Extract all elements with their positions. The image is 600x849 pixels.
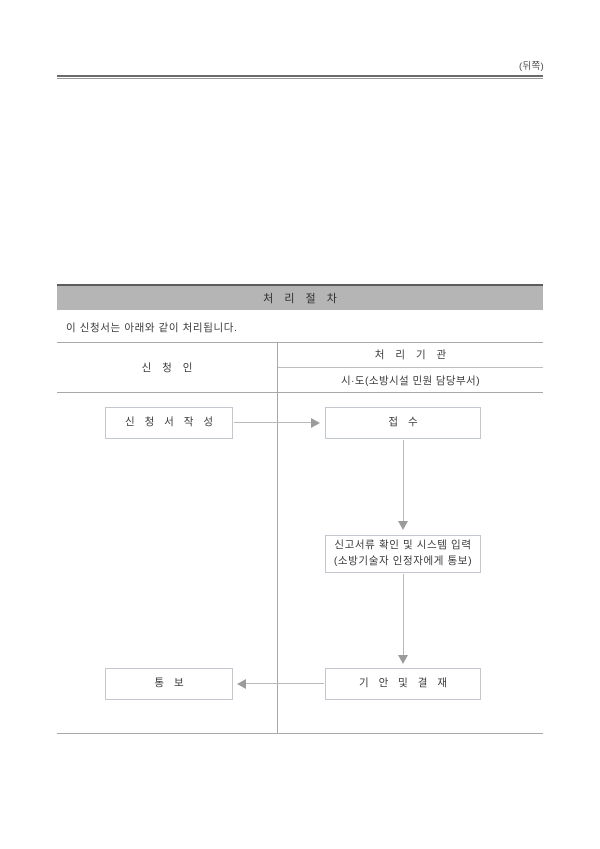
- table-header-bottom-border: [57, 392, 543, 393]
- flow-box-write-application: 신 청 서 작 성: [105, 407, 233, 439]
- table-bottom-border: [57, 733, 543, 734]
- connector-check-to-approval: [403, 574, 404, 656]
- arrow-down-icon: [398, 655, 408, 664]
- flow-box-write-application-label: 신 청 서 작 성: [125, 416, 217, 429]
- flow-box-draft-and-approval: 기 안 및 결 재: [325, 668, 481, 700]
- table-top-border: [57, 342, 543, 343]
- section-title-text: 처 리 절 차: [263, 293, 341, 305]
- agency-header-divider: [278, 367, 543, 368]
- table-column-divider: [277, 342, 278, 734]
- arrow-down-icon: [398, 521, 408, 530]
- arrow-left-icon: [237, 679, 246, 689]
- flow-box-receipt: 접 수: [325, 407, 481, 439]
- column-header-applicant: 신 청 인: [141, 361, 197, 374]
- header-rule-thick: [57, 75, 543, 77]
- page-side-marker: (뒤쪽): [518, 61, 544, 72]
- connector-receipt-to-check: [403, 440, 404, 522]
- flow-box-draft-and-approval-label: 기 안 및 결 재: [359, 677, 451, 690]
- connector-write-to-receipt: [234, 422, 312, 423]
- column-header-agency: 처 리 기 관: [374, 349, 451, 361]
- section-title-top-border: [57, 284, 543, 286]
- flow-box-document-check: 신고서류 확인 및 시스템 입력 (소방기술자 인정자에게 통보): [325, 535, 481, 573]
- flow-box-document-check-sublabel: (소방기술자 인정자에게 통보): [333, 555, 473, 567]
- section-title-bar: 처 리 절 차: [57, 286, 543, 310]
- flow-box-notification: 통 보: [105, 668, 233, 700]
- connector-approval-to-notification: [246, 683, 324, 684]
- arrow-right-icon: [311, 418, 320, 428]
- flow-box-document-check-label: 신고서류 확인 및 시스템 입력: [334, 539, 472, 552]
- column-header-agency-sub: 시·도(소방시설 민원 담당부서): [340, 374, 481, 387]
- flow-box-receipt-label: 접 수: [388, 416, 422, 429]
- intro-sentence: 이 신청서는 아래와 같이 처리됩니다.: [66, 322, 238, 334]
- flow-box-notification-label: 통 보: [154, 677, 188, 690]
- header-rule-thin: [57, 78, 543, 79]
